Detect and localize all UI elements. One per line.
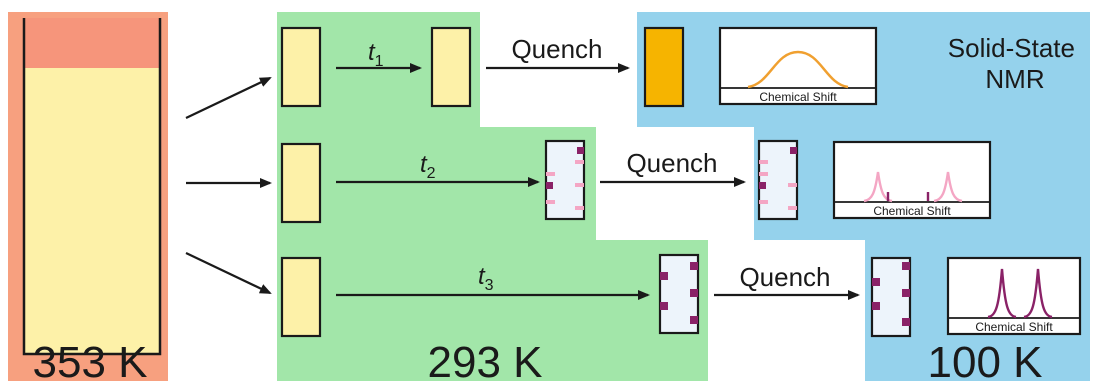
split-arrow-row3 xyxy=(185,252,272,294)
broad-peak xyxy=(747,50,849,89)
spectrum-axis-label: Chemical Shift xyxy=(759,90,837,104)
sample-tube-quenched xyxy=(870,256,912,338)
nmr-spectrum: Chemical Shift xyxy=(832,140,992,220)
method-label-line-2: NMR xyxy=(985,64,1044,94)
crystal-pale xyxy=(788,206,797,210)
time-label: t2 xyxy=(420,151,436,182)
crystal-dark xyxy=(690,316,698,324)
spectrum-frame xyxy=(832,140,992,220)
crystal-pale xyxy=(759,172,768,176)
spectrum-axis-label: Chemical Shift xyxy=(975,320,1053,334)
sharp-peak-left xyxy=(987,268,1017,319)
method-label-line-1: Solid-State xyxy=(948,33,1075,63)
spectrum-frame xyxy=(718,26,878,106)
sample-tube-initial xyxy=(280,26,322,108)
crystal-dark xyxy=(690,289,698,297)
temperature-label-cold: 100 K xyxy=(928,338,1043,381)
method-label: Solid-State NMR xyxy=(948,33,1082,94)
crystal-dark xyxy=(902,289,910,297)
time-label: t3 xyxy=(478,263,494,294)
sample-tube-initial xyxy=(280,256,322,338)
temperature-label-hot: 353 K xyxy=(33,338,148,381)
crystal-dark xyxy=(577,147,584,154)
beaker-headspace xyxy=(24,18,160,70)
crystal-pale xyxy=(546,200,555,204)
quench-label: Quench xyxy=(739,262,830,292)
crystal-dark xyxy=(759,182,766,189)
row-3: t3 Quench Chemical Shift xyxy=(280,253,1082,338)
crystal-pale xyxy=(546,172,555,176)
quench-label: Quench xyxy=(626,148,717,178)
crystal-dark xyxy=(546,182,553,189)
spectrum-axis-label: Chemical Shift xyxy=(873,204,951,218)
melt-beaker xyxy=(22,18,162,356)
sample-tube-quenched xyxy=(757,139,799,221)
crystal-pale xyxy=(759,200,768,204)
sample-tube-aged xyxy=(430,26,472,108)
time-symbol: t xyxy=(368,39,376,66)
pale-peak-right xyxy=(933,171,963,203)
crystal-dark xyxy=(902,318,910,326)
crystal-dark xyxy=(690,262,698,270)
zone-293k-background xyxy=(277,12,708,381)
sample-tube-nucleating xyxy=(544,139,586,221)
crystal-dark xyxy=(660,302,668,310)
time-subscript: 2 xyxy=(427,165,436,182)
crystal-pale xyxy=(575,160,584,164)
temperature-label-room: 293 K xyxy=(428,338,543,381)
row-1: t1 Quench Chemical Shift xyxy=(280,26,878,108)
row-2: t2 Quench xyxy=(280,139,992,224)
crystal-dark xyxy=(790,147,797,154)
split-arrow-row1 xyxy=(185,77,272,119)
pale-peak-left xyxy=(863,171,893,203)
crystal-pale xyxy=(575,206,584,210)
sample-tube-crystallized xyxy=(658,253,700,335)
time-subscript: 3 xyxy=(485,277,494,294)
time-label: t1 xyxy=(368,39,384,70)
nmr-spectrum: Chemical Shift xyxy=(718,26,878,106)
sample-tube-quenched xyxy=(643,26,685,108)
crystal-pale xyxy=(575,183,584,187)
nmr-spectrum: Chemical Shift xyxy=(946,256,1082,336)
crystal-dark xyxy=(872,302,880,310)
crystal-dark xyxy=(872,278,880,286)
time-symbol: t xyxy=(420,151,428,178)
spectrum-frame xyxy=(946,256,1082,336)
sharp-peak-right xyxy=(1023,268,1053,319)
beaker-liquid xyxy=(24,68,160,354)
quench-label: Quench xyxy=(511,34,602,64)
beaker-wall xyxy=(22,18,162,356)
time-subscript: 1 xyxy=(375,53,384,70)
sample-tube-initial xyxy=(280,142,322,224)
crystal-pale xyxy=(759,160,768,164)
crystal-pale xyxy=(788,183,797,187)
crystal-dark xyxy=(902,262,910,270)
crystal-dark xyxy=(660,272,668,280)
time-symbol: t xyxy=(478,263,486,290)
